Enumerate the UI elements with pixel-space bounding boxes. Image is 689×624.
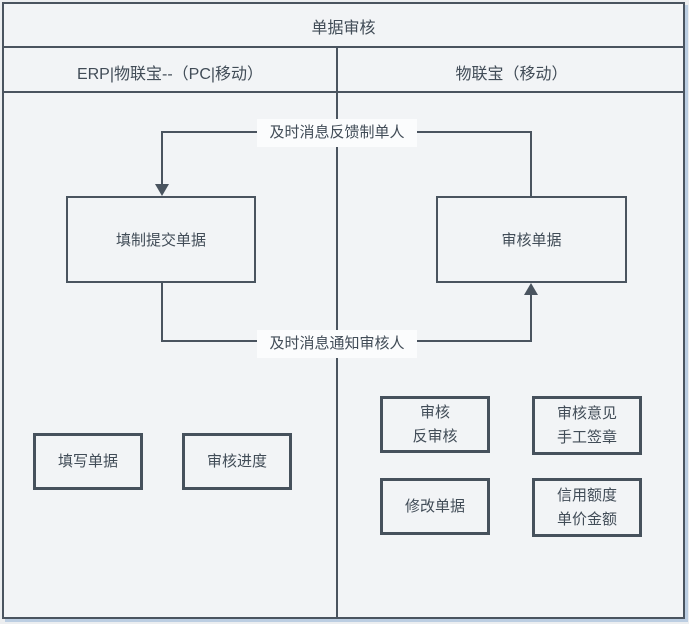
connector-line	[161, 340, 263, 342]
flow-box-label: 审核单据	[501, 232, 562, 249]
action-box-label: 信用额度	[556, 486, 617, 504]
action-box-audit-unaudit: 审核 反审核	[380, 396, 490, 453]
action-box-modify-document: 修改单据	[380, 478, 490, 535]
arrow-up-icon	[524, 283, 538, 295]
connector-line	[161, 131, 263, 133]
diagram-title: 单据审核	[311, 20, 376, 37]
action-box-label: 单价金额	[556, 510, 617, 528]
title-row-divider	[2, 46, 685, 48]
action-box-label: 审核进度	[206, 452, 267, 470]
header-row-divider	[2, 91, 685, 93]
action-box-label: 审核	[419, 403, 450, 421]
connector-label-feedback: 及时消息反馈制单人	[257, 119, 417, 147]
connector-line	[161, 131, 163, 185]
connector-line	[530, 131, 532, 197]
flow-box-audit: 审核单据	[436, 196, 627, 283]
action-box-label: 反审核	[412, 427, 458, 445]
connector-line	[530, 294, 532, 342]
action-box-credit-amount: 信用额度 单价金额	[532, 478, 642, 537]
flow-box-fill-submit: 填制提交单据	[66, 196, 256, 283]
swimlane-header-left: ERP|物联宝--（PC|移动）	[76, 66, 264, 83]
connector-line	[161, 283, 163, 342]
flow-box-label: 填制提交单据	[115, 232, 206, 249]
connector-line	[412, 340, 532, 342]
swimlane-header-right: 物联宝（移动）	[455, 66, 568, 83]
action-box-label: 填写单据	[57, 452, 118, 470]
action-box-label: 修改单据	[404, 497, 465, 515]
action-box-fill-form: 填写单据	[33, 433, 143, 490]
action-box-opinion-signature: 审核意见 手工签章	[532, 396, 642, 455]
connector-label-notify: 及时消息通知审核人	[257, 330, 417, 358]
connector-line	[412, 131, 532, 133]
action-box-label: 审核意见	[556, 404, 617, 422]
action-box-label: 手工签章	[556, 428, 617, 446]
action-box-audit-progress: 审核进度	[182, 433, 292, 490]
arrow-down-icon	[155, 184, 169, 196]
